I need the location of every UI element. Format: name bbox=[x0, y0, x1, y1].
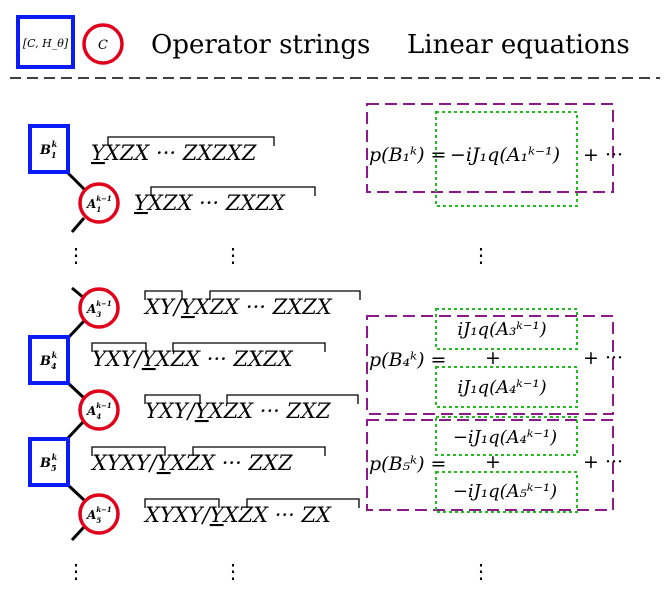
node-label-A1: A1k−1 bbox=[86, 194, 112, 214]
equation-2: p(B₄ᵏ) = iJ₁q(A₃ᵏ⁻¹) + iJ₁q(A₄ᵏ⁻¹) + ··· bbox=[366, 308, 623, 415]
operator-string-4: YXY/YXZX ··· ZXZX bbox=[91, 342, 326, 371]
equation-bottom-term: −iJ₁q(A₅ᵏ⁻¹) bbox=[453, 481, 557, 502]
tree-edge bbox=[66, 381, 86, 400]
dashed-box bbox=[366, 103, 614, 193]
node-circle-A5 bbox=[78, 493, 120, 535]
svg-text:A3k−1: A3k−1 bbox=[86, 299, 112, 319]
operator-string-7: XYXY/YXZX ··· ZX bbox=[143, 498, 360, 527]
equation-1: p(B₁ᵏ) = −iJ₁q(A₁ᵏ⁻¹) + ··· bbox=[366, 103, 623, 207]
tree-edge bbox=[70, 217, 86, 233]
equation-plus: + bbox=[485, 347, 501, 369]
header-linear-equations: Linear equations bbox=[407, 30, 630, 60]
ellipsis-strings-bottom: ⋮ bbox=[223, 559, 243, 583]
node-label-A5: A5k−1 bbox=[86, 505, 112, 525]
operator-string-1: YXZX ··· ZXZXZ bbox=[91, 136, 275, 165]
ellipsis-tree: ⋮ bbox=[66, 243, 86, 267]
node-square-B4 bbox=[28, 335, 70, 385]
equation-3: p(B₅ᵏ) = −iJ₁q(A₄ᵏ⁻¹) + −iJ₁q(A₅ᵏ⁻¹) + ·… bbox=[366, 416, 623, 513]
tree-edge bbox=[66, 483, 86, 502]
equation-tail: + ··· bbox=[583, 451, 623, 473]
equation-top-term: −iJ₁q(A₄ᵏ⁻¹) bbox=[453, 427, 557, 448]
svg-text:A1k−1: A1k−1 bbox=[86, 194, 112, 214]
legend-square-label: [C, H_θ] bbox=[23, 37, 69, 50]
svg-text:B5k: B5k bbox=[39, 452, 58, 473]
dotted-box-bottom bbox=[435, 471, 578, 513]
tree-edge bbox=[66, 319, 86, 340]
dotted-box-top bbox=[435, 416, 578, 456]
dotted-box-top bbox=[435, 308, 578, 350]
tree-1 bbox=[28, 124, 120, 233]
svg-text:XY/YXZX ··· ZXZX: XY/YXZX ··· ZXZX bbox=[143, 295, 333, 319]
node-label-A4: A4k−1 bbox=[86, 401, 112, 421]
equation-tail: + ··· bbox=[583, 347, 623, 369]
svg-text:YXZX ··· ZXZX: YXZX ··· ZXZX bbox=[134, 191, 286, 215]
tree-edge bbox=[70, 525, 86, 542]
svg-text:YXZX ··· ZXZXZ: YXZX ··· ZXZXZ bbox=[91, 141, 257, 165]
equation-bottom-term: iJ₁q(A₄ᵏ⁻¹) bbox=[457, 377, 546, 398]
equation-tail: + ··· bbox=[583, 144, 623, 166]
svg-text:B4k: B4k bbox=[39, 350, 58, 371]
svg-text:A4k−1: A4k−1 bbox=[86, 401, 112, 421]
node-label-B4: B4k bbox=[39, 350, 58, 371]
svg-text:YXY/YXZX ··· ZXZX: YXY/YXZX ··· ZXZX bbox=[92, 347, 294, 371]
equation-lhs: p(B₅ᵏ) = bbox=[369, 453, 446, 475]
tree-2 bbox=[28, 286, 120, 542]
legend-circle-label: C bbox=[98, 38, 108, 53]
equation-term: −iJ₁q(A₁ᵏ⁻¹) bbox=[450, 144, 560, 166]
operator-string-2: YXZX ··· ZXZX bbox=[134, 186, 316, 215]
ellipsis-strings: ⋮ bbox=[223, 243, 243, 267]
dotted-box bbox=[435, 111, 578, 207]
node-circle-A4 bbox=[78, 389, 120, 431]
svg-text:B1k: B1k bbox=[39, 139, 58, 160]
node-square-B1 bbox=[28, 124, 70, 174]
node-circle-A1 bbox=[78, 182, 120, 224]
dotted-box-bottom bbox=[435, 366, 578, 408]
operator-string-3: XY/YXZX ··· ZXZX bbox=[143, 290, 361, 319]
legend-square bbox=[16, 15, 75, 69]
operator-string-5: YXY/YXZX ··· ZXZ bbox=[144, 394, 359, 423]
equation-plus: + bbox=[485, 451, 501, 473]
ellipsis-equations: ⋮ bbox=[471, 243, 491, 267]
legend-circle bbox=[82, 23, 124, 65]
tree-edge bbox=[65, 170, 87, 192]
svg-text:A5k−1: A5k−1 bbox=[86, 505, 112, 525]
node-label-B5: B5k bbox=[39, 452, 58, 473]
equation-top-term: iJ₁q(A₃ᵏ⁻¹) bbox=[457, 319, 546, 340]
dashed-box bbox=[366, 419, 614, 511]
equation-lhs: p(B₁ᵏ) = bbox=[369, 144, 446, 166]
svg-text:XYXY/YXZX ··· ZX: XYXY/YXZX ··· ZX bbox=[143, 503, 332, 527]
ellipsis-equations-bottom: ⋮ bbox=[471, 559, 491, 583]
node-label-B1: B1k bbox=[39, 139, 58, 160]
header-operator-strings: Operator strings bbox=[151, 30, 370, 60]
ellipsis-tree-bottom: ⋮ bbox=[66, 559, 86, 583]
node-circle-A3 bbox=[78, 287, 120, 329]
tree-edge bbox=[66, 419, 86, 440]
operator-string-6: XYXY/YXZX ··· ZXZ bbox=[90, 446, 326, 475]
node-square-B5 bbox=[28, 437, 70, 487]
svg-text:XYXY/YXZX ··· ZXZ: XYXY/YXZX ··· ZXZ bbox=[90, 451, 293, 475]
svg-text:YXY/YXZX ··· ZXZ: YXY/YXZX ··· ZXZ bbox=[145, 399, 331, 423]
dashed-box bbox=[366, 315, 614, 415]
equation-lhs: p(B₄ᵏ) = bbox=[369, 349, 446, 371]
node-label-A3: A3k−1 bbox=[86, 299, 112, 319]
